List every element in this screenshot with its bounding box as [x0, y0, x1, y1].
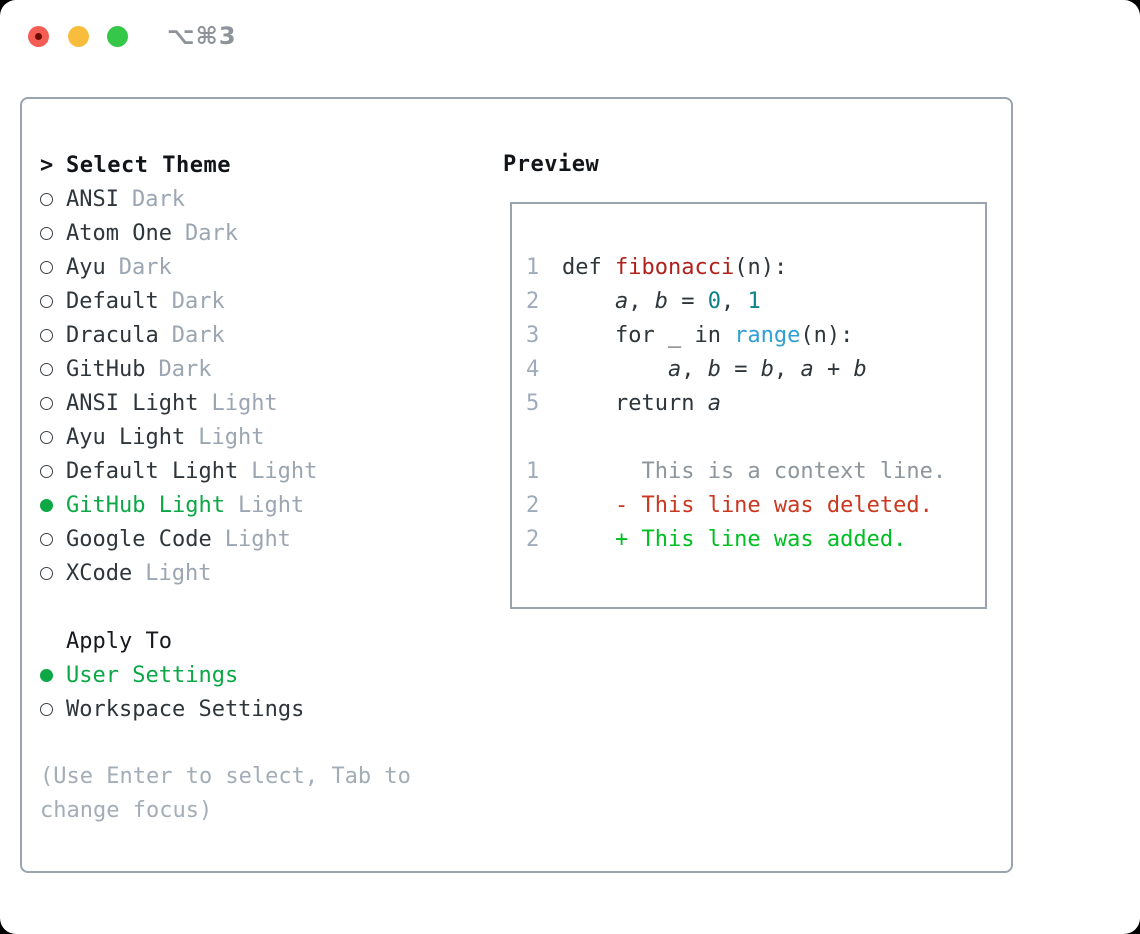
theme-option-google-code-light[interactable]: Google Code Light: [40, 522, 411, 556]
radio-selected-icon: [40, 668, 53, 682]
radio-icon: [40, 362, 53, 376]
spacer: [40, 726, 411, 760]
line-number: 2: [526, 289, 540, 314]
radio-icon: [40, 396, 53, 410]
preview-code-box: 1 def fibonacci(n): 2 a, b = 0, 1 3 for …: [510, 202, 987, 609]
radio-icon: [40, 702, 53, 716]
theme-option-ansi-dark[interactable]: ANSI Dark: [40, 182, 411, 216]
radio-icon: [40, 294, 53, 308]
line-number: 2: [526, 527, 540, 552]
theme-variant-tag: Light: [251, 458, 318, 484]
theme-option-atom-one-dark[interactable]: Atom One Dark: [40, 216, 411, 250]
close-button[interactable]: [28, 26, 49, 47]
code-text: return a: [562, 391, 721, 416]
theme-name: Dracula: [66, 322, 159, 348]
code-text: a, b = b, a + b: [667, 357, 867, 382]
theme-variant-tag: Dark: [184, 220, 238, 246]
code-line: 5 return a: [526, 387, 985, 421]
theme-variant-tag: Dark: [118, 254, 172, 280]
prompt-caret-icon: >: [40, 152, 54, 178]
radio-icon: [40, 566, 53, 580]
theme-variant-tag: Dark: [171, 288, 225, 314]
theme-name: GitHub Light: [66, 492, 225, 518]
radio-icon: [40, 328, 53, 342]
select-theme-header: > Select Theme: [40, 148, 411, 182]
theme-name: GitHub: [66, 356, 146, 382]
line-number: 4: [526, 357, 540, 382]
theme-variant-tag: Dark: [158, 356, 212, 382]
theme-name: Atom One: [66, 220, 172, 246]
theme-name: Default: [66, 288, 159, 314]
close-dot-icon: [35, 33, 42, 40]
diff-text: This is a context line.: [562, 459, 947, 484]
radio-icon: [40, 260, 53, 274]
line-number: 5: [526, 391, 540, 416]
theme-option-ayu-light[interactable]: Ayu Light Light: [40, 420, 411, 454]
theme-option-default-dark[interactable]: Default Dark: [40, 284, 411, 318]
theme-name: ANSI Light: [66, 390, 199, 416]
apply-option-label: User Settings: [66, 662, 239, 688]
code-line: 4 a, b = b, a + b: [526, 353, 985, 387]
apply-to-header-label: Apply To: [66, 628, 172, 654]
code-text: a, b = 0, 1: [614, 289, 761, 314]
theme-name: XCode: [66, 560, 133, 586]
theme-variant-tag: Light: [211, 390, 278, 416]
theme-name: Ayu Light: [66, 424, 186, 450]
diff-context-line: 1 This is a context line.: [526, 455, 985, 489]
theme-variant-tag: Light: [145, 560, 212, 586]
theme-option-dracula-dark[interactable]: Dracula Dark: [40, 318, 411, 352]
code-line: 2 a, b = 0, 1: [526, 285, 985, 319]
diff-text: + This line was added.: [562, 527, 907, 552]
preview-header: Preview: [503, 152, 600, 177]
theme-option-github-dark[interactable]: GitHub Dark: [40, 352, 411, 386]
radio-icon: [40, 226, 53, 240]
theme-variant-tag: Dark: [131, 186, 185, 212]
line-number: 2: [526, 493, 540, 518]
window-title: ⌥⌘3: [167, 22, 237, 50]
keyboard-hint-line-1: (Use Enter to select, Tab to: [40, 764, 411, 789]
radio-selected-icon: [40, 498, 53, 512]
theme-option-github-light[interactable]: GitHub Light Light: [40, 488, 411, 522]
select-theme-header-label: Select Theme: [66, 152, 231, 178]
theme-picker-panel: > Select Theme ANSI Dark Atom One Dark A…: [20, 97, 1013, 873]
radio-icon: [40, 532, 53, 546]
apply-option-label: Workspace Settings: [66, 696, 305, 722]
diff-text: - This line was deleted.: [562, 493, 933, 518]
line-number: 1: [526, 459, 540, 484]
theme-option-ayu-dark[interactable]: Ayu Dark: [40, 250, 411, 284]
code-text: def fibonacci(n):: [562, 255, 788, 280]
code-line: 3 for _ in range(n):: [526, 319, 985, 353]
line-number: 3: [526, 323, 540, 348]
blank-code-line: [526, 421, 985, 455]
theme-option-default-light[interactable]: Default Light Light: [40, 454, 411, 488]
radio-icon: [40, 464, 53, 478]
theme-variant-tag: Light: [224, 526, 291, 552]
code-line: 1 def fibonacci(n):: [526, 251, 985, 285]
apply-to-header: Apply To: [40, 624, 411, 658]
code-text: for _ in range(n):: [562, 323, 854, 348]
diff-added-line: 2 + This line was added.: [526, 523, 985, 557]
theme-variant-tag: Light: [237, 492, 305, 518]
zoom-button[interactable]: [107, 26, 128, 47]
title-bar: ⌥⌘3: [0, 0, 1140, 70]
theme-variant-tag: Light: [198, 424, 265, 450]
spacer: [40, 590, 411, 624]
radio-icon: [40, 430, 53, 444]
theme-name: Ayu: [66, 254, 106, 280]
radio-icon: [40, 192, 53, 206]
minimize-button[interactable]: [68, 26, 89, 47]
keyboard-hint-line-2: change focus): [40, 798, 213, 823]
line-number: 1: [526, 255, 540, 280]
apply-option-user-settings[interactable]: User Settings: [40, 658, 411, 692]
theme-name: Google Code: [66, 526, 212, 552]
apply-option-workspace-settings[interactable]: Workspace Settings: [40, 692, 411, 726]
theme-name: ANSI: [66, 186, 119, 212]
theme-name: Default Light: [66, 458, 239, 484]
diff-deleted-line: 2 - This line was deleted.: [526, 489, 985, 523]
theme-option-ansi-light[interactable]: ANSI Light Light: [40, 386, 411, 420]
theme-variant-tag: Dark: [171, 322, 225, 348]
theme-option-xcode-light[interactable]: XCode Light: [40, 556, 411, 590]
theme-list: > Select Theme ANSI Dark Atom One Dark A…: [40, 148, 411, 828]
